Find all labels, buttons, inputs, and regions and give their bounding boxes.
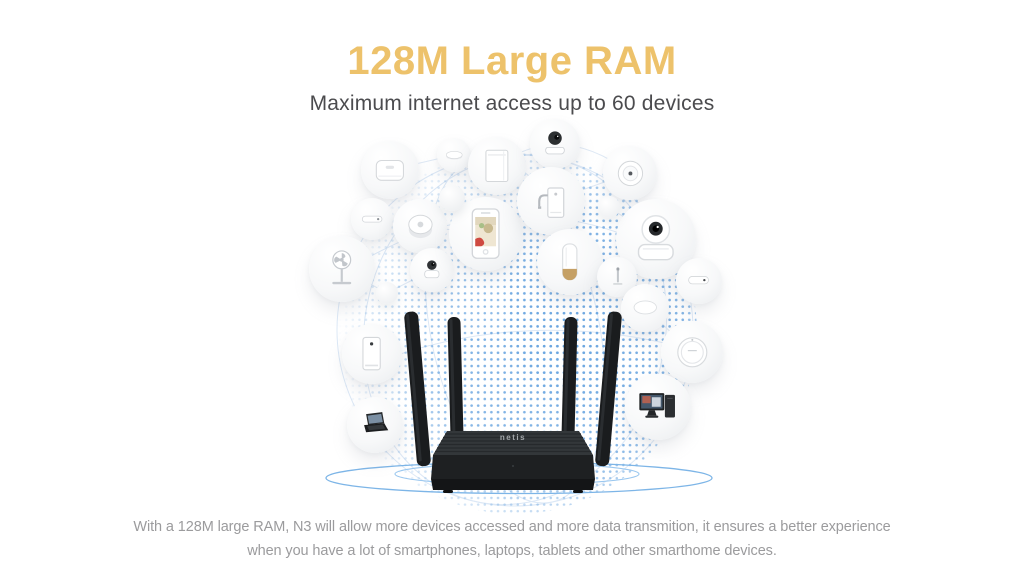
description-line-2: when you have a lot of smartphones, lapt… xyxy=(247,542,777,559)
decorative-sphere-icon xyxy=(376,282,398,304)
decorative-sphere-icon xyxy=(598,196,620,218)
description: With a 128M large RAM, N3 will allow mor… xyxy=(0,516,1024,563)
header: 128M Large RAM Maximum internet access u… xyxy=(0,0,1024,116)
smartphone-icon xyxy=(449,197,523,271)
water-purifier-icon xyxy=(517,167,585,235)
page-subtitle: Maximum internet access up to 60 devices xyxy=(309,92,715,115)
air-purifier-tall-icon xyxy=(342,324,402,384)
smart-speaker-icon xyxy=(537,229,603,295)
laptop-icon xyxy=(347,397,403,453)
power-strip-icon xyxy=(351,198,393,240)
home-camera-icon xyxy=(530,119,580,169)
oval-speaker-icon xyxy=(437,138,471,172)
description-line-1: With a 128M large RAM, N3 will allow mor… xyxy=(133,519,891,535)
wall-switch-icon xyxy=(676,258,722,304)
ceiling-lamp-icon xyxy=(621,284,669,332)
decorative-sphere-icon xyxy=(439,185,465,211)
mini-camera-icon xyxy=(410,248,454,292)
smoke-detector-icon xyxy=(603,146,657,200)
router-image: netis xyxy=(404,311,622,493)
rice-cooker-icon xyxy=(361,141,419,199)
stand-fan-icon xyxy=(309,236,375,302)
router-brand-label: netis xyxy=(500,433,526,442)
page-title: 128M Large RAM xyxy=(347,39,677,83)
round-speaker-icon xyxy=(393,199,447,253)
desktop-pc-icon xyxy=(625,374,691,440)
smart-hub-disc-icon xyxy=(661,321,723,383)
air-purifier-box-icon xyxy=(468,137,526,195)
